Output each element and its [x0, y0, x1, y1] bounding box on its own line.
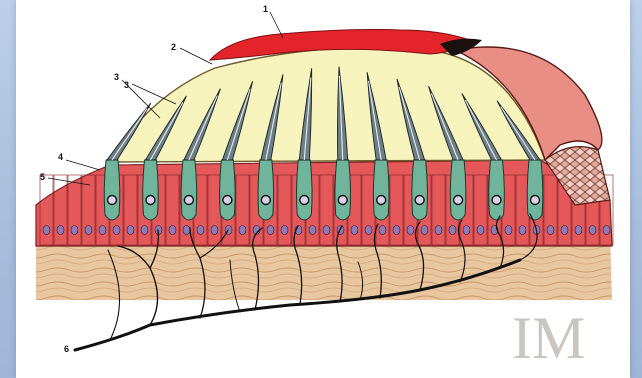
hair-cell-nucleus — [492, 196, 501, 205]
hair-cell-body — [258, 160, 274, 220]
supporting-cell-nucleus — [267, 226, 274, 235]
hair-cell-nucleus — [454, 196, 463, 205]
supporting-cell-nucleus — [463, 226, 470, 235]
hair-cell-nucleus — [223, 196, 232, 205]
supporting-cell-nucleus — [435, 226, 442, 235]
hair-cell-body — [335, 160, 351, 220]
callout-5: 5 — [40, 172, 45, 182]
supporting-cell-nucleus — [281, 226, 288, 235]
supporting-cell-nucleus — [211, 226, 218, 235]
supporting-cell-nucleus — [99, 226, 106, 235]
supporting-cell-nucleus — [379, 226, 386, 235]
supporting-cell-nucleus — [351, 226, 358, 235]
supporting-cell-nucleus — [141, 226, 148, 235]
supporting-epithelium-layer — [36, 160, 613, 246]
supporting-cell-nucleus — [113, 226, 120, 235]
supporting-cell-nucleus — [519, 226, 526, 235]
supporting-cell-nucleus — [365, 226, 372, 235]
callout-3b: 3 — [124, 80, 129, 90]
supporting-cell-nucleus — [477, 226, 484, 235]
callout-3a: 3 — [114, 72, 119, 82]
supporting-cell-nucleus — [169, 226, 176, 235]
hair-cell-nucleus — [531, 196, 540, 205]
supporting-cell-nucleus — [449, 226, 456, 235]
callout-6: 6 — [64, 344, 69, 354]
publisher-watermark: IM — [512, 305, 585, 371]
hair-cell-body — [296, 160, 312, 220]
figure-panel: 1 2 3 3 4 5 6 IM — [16, 0, 630, 378]
hair-cell-nucleus — [146, 196, 155, 205]
hair-cell-body — [412, 160, 428, 220]
hair-cell-nucleus — [338, 196, 347, 205]
supporting-cell-nucleus — [323, 226, 330, 235]
supporting-cell-nucleus — [575, 226, 582, 235]
supporting-cell-nucleus — [561, 226, 568, 235]
supporting-cell-nucleus — [239, 226, 246, 235]
supporting-cell-nucleus — [197, 226, 204, 235]
hair-cell-nucleus — [415, 196, 424, 205]
hair-cell-body — [181, 160, 197, 220]
hair-cell-nucleus — [184, 196, 193, 205]
hair-cell-body — [220, 160, 236, 220]
hair-cell-body — [143, 160, 159, 220]
supporting-cell-nucleus — [127, 226, 134, 235]
hair-cell-nucleus — [300, 196, 309, 205]
sensory-epithelium-diagram: 1 2 3 3 4 5 6 IM — [16, 0, 630, 378]
hair-cell-nucleus — [377, 196, 386, 205]
hair-cell-nucleus — [261, 196, 270, 205]
callout-4: 4 — [58, 152, 63, 162]
supporting-cell-nucleus — [505, 226, 512, 235]
supporting-cell-nucleus — [589, 226, 596, 235]
supporting-cell-nucleus — [183, 226, 190, 235]
hair-cell-body — [450, 160, 466, 220]
supporting-cell-nucleus — [421, 226, 428, 235]
supporting-cell-nucleus — [71, 226, 78, 235]
hair-cell-body — [104, 160, 120, 220]
supporting-cell-nucleus — [85, 226, 92, 235]
supporting-cell-nucleus — [43, 226, 50, 235]
supporting-cell-nucleus — [407, 226, 414, 235]
hair-cell-body — [489, 160, 505, 220]
hair-cell-body — [373, 160, 389, 220]
supporting-cell-nucleus — [603, 226, 610, 235]
hair-cell-body — [527, 160, 543, 220]
callout-1: 1 — [263, 4, 268, 14]
supporting-cell-nucleus — [57, 226, 64, 235]
supporting-cell-nucleus — [547, 226, 554, 235]
supporting-cell-nucleus — [393, 226, 400, 235]
hair-cell-nucleus — [108, 196, 117, 205]
supporting-cell-nucleus — [309, 226, 316, 235]
callout-2: 2 — [171, 42, 176, 52]
